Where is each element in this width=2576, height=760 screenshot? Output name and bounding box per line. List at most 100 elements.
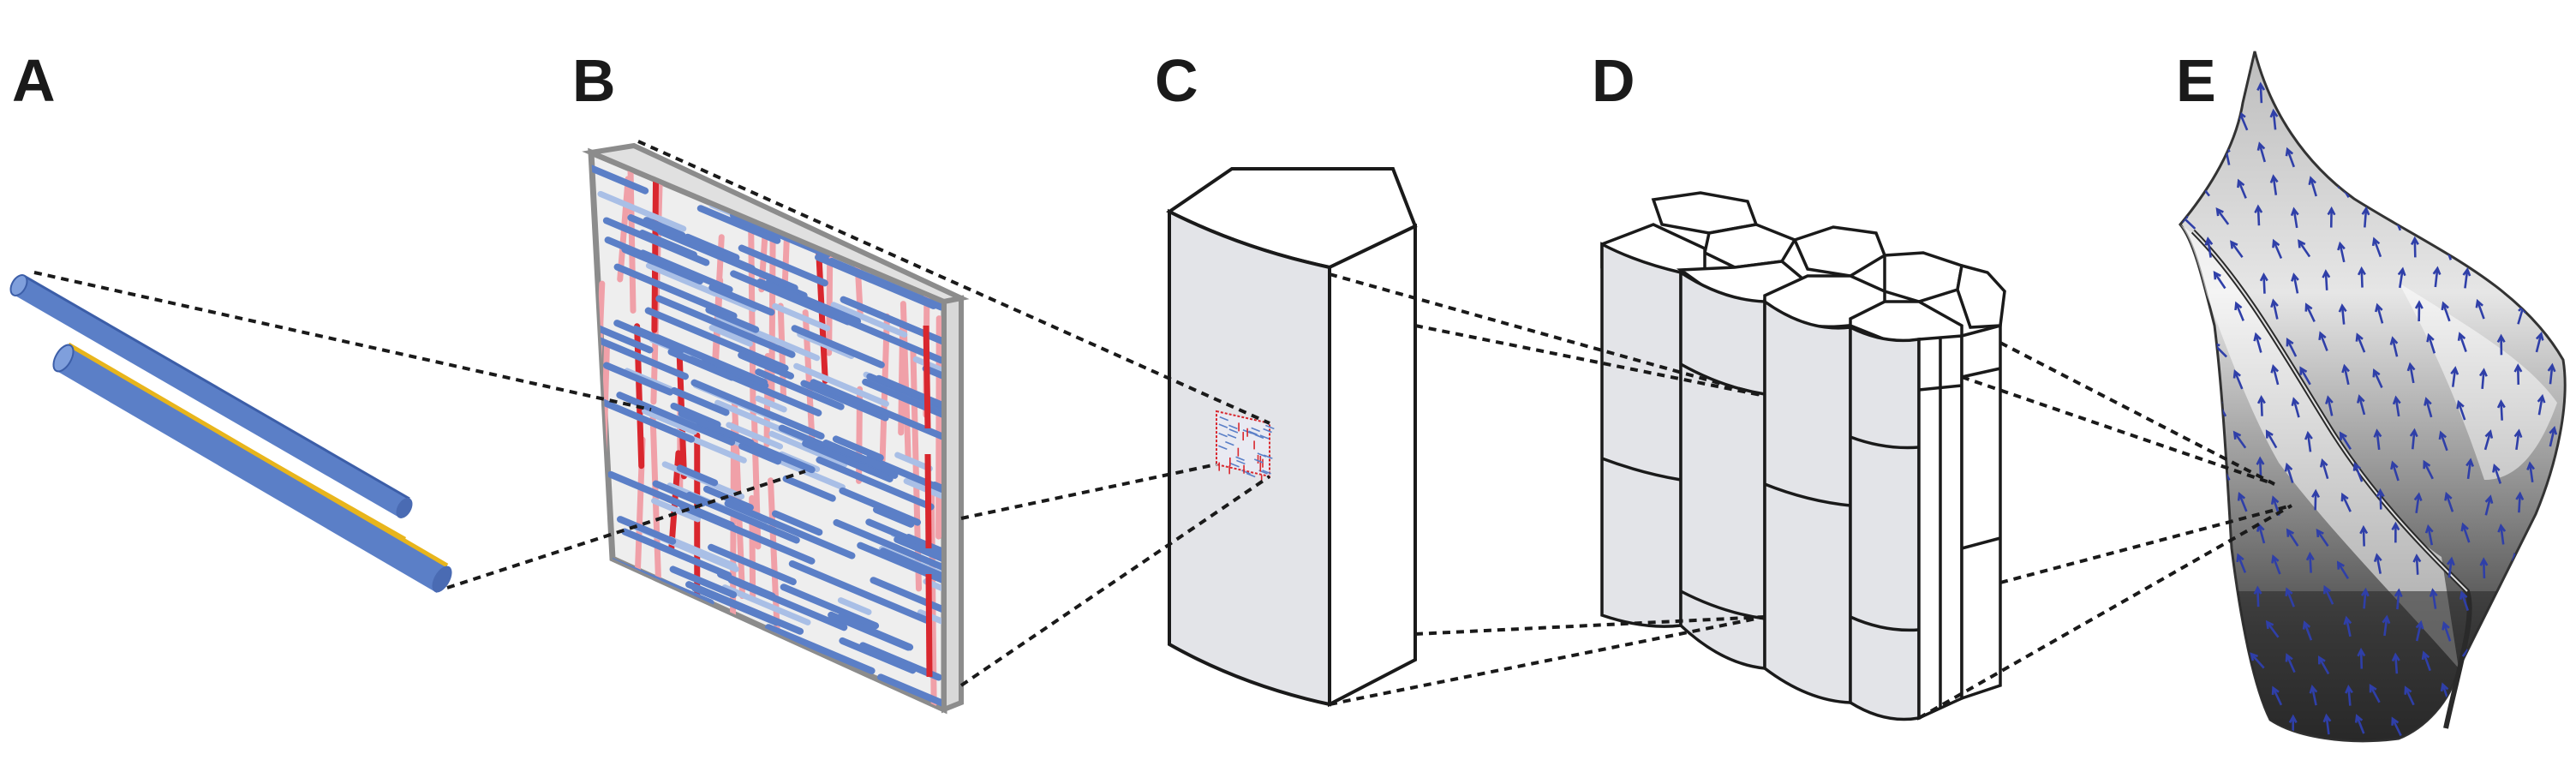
sheet-fiber-blue: [832, 159, 888, 186]
sheet-fiber-blue: [670, 402, 721, 428]
vector-arrow: [2306, 112, 2316, 134]
sheet-fiber-vertical: [900, 301, 911, 461]
vector-arrow: [2270, 298, 2279, 320]
vector-arrow: [2410, 236, 2419, 258]
vector-arrow: [2496, 399, 2506, 421]
vector-arrow: [2461, 141, 2471, 162]
vector-arrow: [2308, 176, 2317, 197]
sheet-fiber-blue: [627, 606, 720, 649]
vector-arrow: [2210, 524, 2226, 543]
vector-arrow: [2424, 206, 2436, 226]
cell-end-wall: [1764, 482, 1851, 507]
connector-d-e-lower: [1999, 504, 2292, 584]
vector-arrow: [2430, 715, 2440, 738]
vector-arrow: [2322, 83, 2334, 103]
sheet-fiber-light: [764, 177, 827, 207]
vector-arrow: [2218, 651, 2228, 673]
vector-arrow: [2423, 459, 2434, 480]
patch-fiber: [1251, 427, 1260, 433]
sheet-fiber-blue: [865, 518, 917, 545]
vector-arrow: [2197, 496, 2208, 517]
vector-arrow: [2252, 713, 2262, 734]
sheet-fiber-light: [768, 644, 808, 665]
vector-arrow: [2563, 332, 2566, 353]
vector-arrow: [2371, 236, 2382, 258]
vector-arrow: [2395, 81, 2405, 102]
sheet-fiber-blue: [613, 263, 738, 320]
patch-fiber: [1262, 470, 1271, 475]
vector-arrow: [2236, 553, 2247, 573]
vector-arrow: [2484, 618, 2494, 640]
sheet-fiber-blue: [935, 212, 944, 254]
vector-arrow: [2424, 524, 2434, 546]
vector-arrow: [2327, 206, 2336, 228]
vector-arrow: [2511, 617, 2520, 638]
vector-arrow: [2441, 301, 2451, 322]
vector-arrow: [2414, 300, 2424, 322]
sheet-fiber-blue: [727, 576, 848, 631]
sheet-fiber-blue: [832, 435, 884, 462]
vector-arrow: [2168, 624, 2175, 643]
vector-arrow: [2475, 298, 2485, 320]
vector-arrow: [2388, 145, 2400, 165]
sheet-fiber-light: [708, 325, 753, 347]
sheet-fiber-light: [721, 584, 811, 625]
vector-arrow: [2392, 395, 2401, 417]
sheet-fiber-blue: [764, 624, 876, 674]
sheet-fiber-blue: [738, 244, 828, 287]
sheet-fiber-light: [797, 331, 855, 359]
vector-arrow: [2256, 394, 2266, 416]
vector-arrow: [2214, 87, 2229, 105]
vector-arrow: [2394, 588, 2403, 610]
vector-arrow: [2254, 204, 2263, 226]
sheet-fiber-light: [830, 166, 882, 192]
sheet-fiber-blue: [755, 368, 845, 410]
sheet-fiber-blue: [669, 566, 738, 599]
patch-fiber: [1250, 432, 1259, 437]
panel-label-c: C: [1155, 47, 1198, 114]
vector-arrow: [2355, 332, 2366, 353]
vector-arrow: [2265, 429, 2278, 449]
vector-arrow: [2215, 206, 2230, 225]
vector-arrow: [2217, 715, 2230, 734]
vector-arrow: [2190, 332, 2198, 353]
sheet-fiber-blue: [872, 506, 915, 528]
sheet-fiber-blue: [621, 528, 732, 579]
vector-arrow: [2285, 587, 2295, 607]
vector-arrow: [2272, 238, 2283, 259]
vector-arrow: [2271, 685, 2283, 706]
vector-arrow: [2343, 615, 2352, 637]
sheet-fiber-blue: [602, 217, 710, 266]
vector-arrow: [2373, 111, 2385, 131]
sheet-fiber-blue: [791, 325, 885, 368]
vector-arrow: [2485, 171, 2495, 193]
vector-arrow: [2198, 306, 2211, 325]
vector-arrow: [2528, 143, 2537, 165]
vector-arrow: [2561, 650, 2566, 673]
vector-arrow: [2167, 308, 2174, 326]
vector-arrow: [2361, 206, 2370, 228]
vector-arrow: [2421, 650, 2431, 672]
vector-arrow: [2256, 456, 2265, 478]
vector-arrow: [2537, 78, 2546, 99]
sheet-fiber-blue: [670, 386, 730, 416]
vector-arrow: [2442, 620, 2452, 642]
sheet-fiber-blue: [660, 652, 739, 690]
vector-arrow: [2265, 619, 2280, 638]
vector-arrow: [2291, 272, 2299, 294]
sheet-fiber-blue: [676, 464, 719, 487]
vector-arrow: [2256, 141, 2266, 163]
vector-arrow: [2382, 614, 2391, 637]
vector-arrow: [2460, 522, 2471, 543]
connector-b-c-bottom: [959, 475, 1271, 687]
vector-arrow: [2270, 363, 2280, 386]
vector-arrow: [2547, 679, 2555, 702]
cell-end-wall: [1680, 589, 1766, 620]
patch-fiber: [1230, 463, 1240, 468]
cell-end-wall: [1918, 384, 1963, 392]
vector-arrow: [2462, 266, 2471, 289]
sheet-fiber-blue: [678, 410, 755, 446]
vector-arrow: [2513, 679, 2522, 702]
sheet-fiber-blue: [922, 365, 944, 409]
vector-arrow: [2450, 366, 2459, 387]
